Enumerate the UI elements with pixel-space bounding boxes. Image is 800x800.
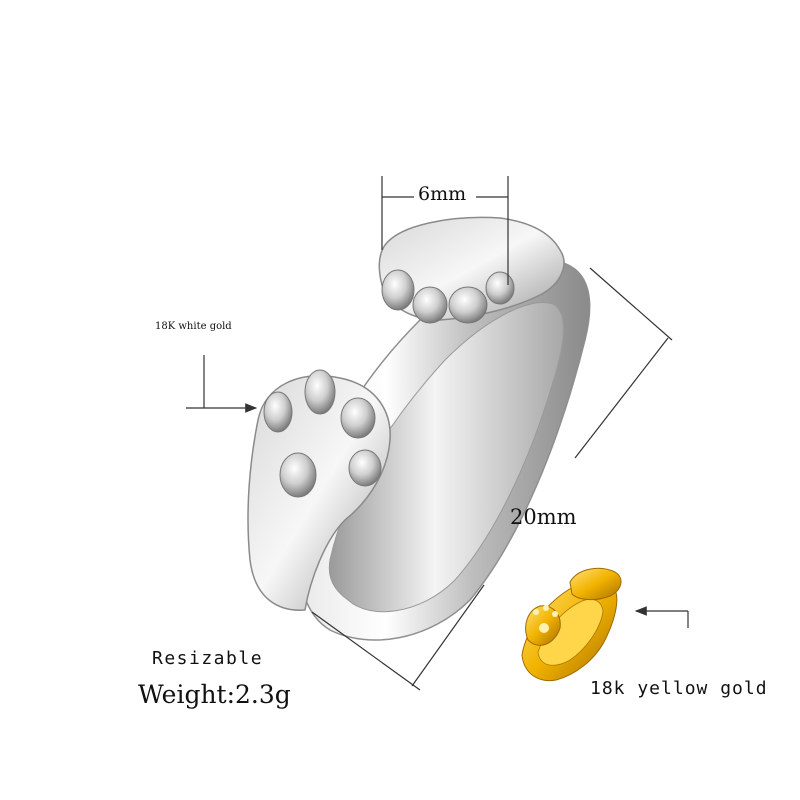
yellow-gold-label: 18k yellow gold xyxy=(590,678,768,699)
silver-upper-paw xyxy=(378,216,565,324)
silver-ring-inner xyxy=(328,301,564,613)
white-gold-label: 18K white gold xyxy=(155,321,232,332)
width-dimension-marker xyxy=(381,176,509,285)
diameter-dimension-label: 20mm xyxy=(510,505,577,529)
white-gold-pointer xyxy=(186,355,258,413)
weight-label: Weight:2.3g xyxy=(138,680,291,709)
resizable-label: Resizable xyxy=(152,648,264,669)
silver-lower-paw xyxy=(247,369,391,611)
yellow-gold-pointer xyxy=(634,606,689,628)
gold-ring-thumbnail xyxy=(521,567,622,682)
width-dimension-label: 6mm xyxy=(418,183,467,205)
diameter-dimension-marker xyxy=(311,267,673,691)
